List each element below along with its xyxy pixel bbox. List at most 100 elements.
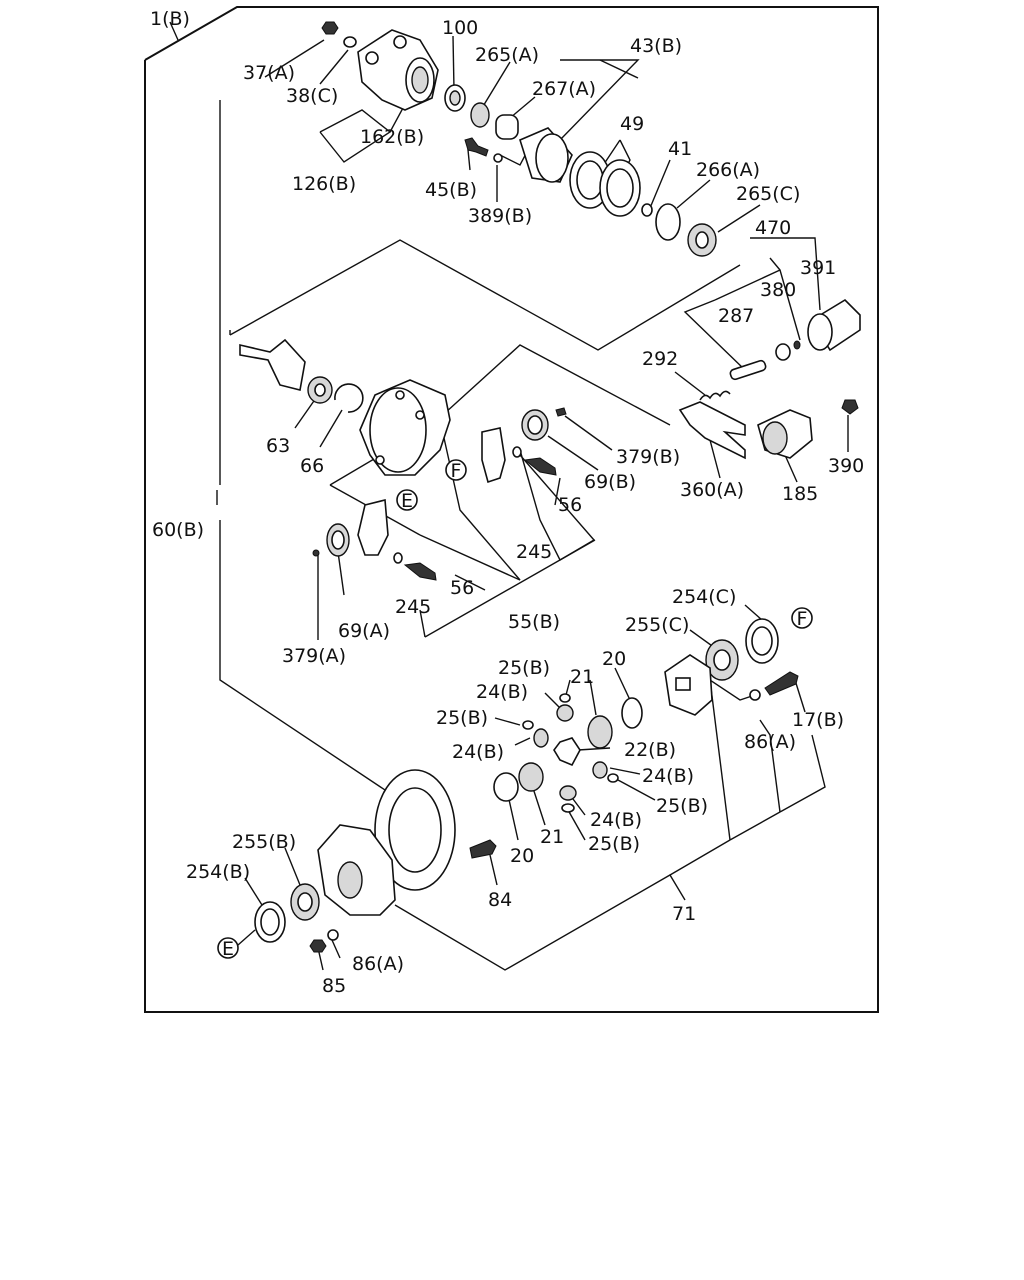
washer-245-upper — [512, 446, 522, 458]
callout-label: 360(A) — [680, 479, 744, 501]
bolt-56-lower — [403, 562, 437, 581]
callout-label: 266(A) — [696, 159, 760, 181]
callout-label: 24(B) — [476, 681, 528, 703]
callout-label: 22(B) — [624, 739, 676, 761]
callout-label: 25(B) — [656, 795, 708, 817]
callout-label: 24(B) — [642, 765, 694, 787]
callout-label: 254(C) — [672, 586, 736, 608]
callout-label: 389(B) — [468, 205, 532, 227]
plug-380 — [775, 343, 791, 361]
callout-label: 25(B) — [588, 833, 640, 855]
marker-e-upper: E — [401, 490, 413, 512]
callout-label: 292 — [642, 348, 678, 370]
callout-label: 254(B) — [186, 861, 250, 883]
callout-label: 86(A) — [744, 731, 796, 753]
callout-label: 245 — [395, 596, 431, 618]
pin-287 — [729, 359, 767, 381]
bolt-84 — [469, 839, 497, 859]
callout-label: 265(A) — [475, 44, 539, 66]
callout-label: 38(C) — [286, 85, 338, 107]
spacer-267a — [495, 114, 519, 140]
washer-86a-lower — [327, 929, 339, 941]
callout-label: 56 — [450, 577, 474, 599]
callout-label: 267(A) — [532, 78, 596, 100]
washer-20-upper — [621, 697, 643, 729]
callout-label: 66 — [300, 455, 324, 477]
callout-label: 265(C) — [736, 183, 800, 205]
callout-label: 85 — [322, 975, 346, 997]
callout-label: 56 — [558, 494, 582, 516]
washer-389b — [493, 153, 503, 163]
washer-25b-b — [522, 720, 534, 730]
callout-label: 287 — [718, 305, 754, 327]
callout-label: 60(B) — [152, 519, 204, 541]
callout-label: 86(A) — [352, 953, 404, 975]
ring-66 — [334, 383, 364, 413]
callout-label: 41 — [668, 138, 692, 160]
parts — [239, 21, 861, 953]
lock-379a — [312, 549, 320, 557]
callout-label: 380 — [760, 279, 796, 301]
callout-label: 126(B) — [292, 173, 356, 195]
washer-25b-d — [561, 803, 575, 813]
washer-86a-upper — [749, 689, 761, 701]
marker-e-lower: E — [222, 938, 234, 960]
callout-label: 71 — [672, 903, 696, 925]
bearing-265a — [470, 102, 490, 128]
callout-label: 55(B) — [508, 611, 560, 633]
bolt-390 — [841, 399, 859, 415]
lock-379b — [555, 407, 567, 417]
marker-f-upper: F — [451, 460, 462, 482]
bolt-45b — [464, 137, 489, 157]
callout-label: 37(A) — [243, 62, 295, 84]
gear-24b-a — [556, 704, 574, 722]
bolt-17b — [764, 671, 799, 696]
callout-label: 185 — [782, 483, 818, 505]
callout-label: 255(C) — [625, 614, 689, 636]
pinion-shaft — [239, 338, 306, 391]
callout-label: 24(B) — [452, 741, 504, 763]
callout-label: 69(A) — [338, 620, 390, 642]
callout-label: 69(B) — [584, 471, 636, 493]
gear-21-lower — [518, 762, 544, 792]
callout-label: 17(B) — [792, 709, 844, 731]
gear-21-upper — [587, 715, 613, 749]
gear-24b-b — [533, 728, 549, 748]
callout-labels: 1(B) 37(A) 38(C) 100 265(A) 43(B) 267(A)… — [150, 8, 864, 997]
callout-label: 25(B) — [436, 707, 488, 729]
callout-label: 24(B) — [590, 809, 642, 831]
clip-380 — [793, 340, 801, 350]
callout-label: 391 — [800, 257, 836, 279]
race-266a — [655, 203, 681, 241]
cap-f — [481, 427, 506, 484]
washer-38c — [343, 36, 357, 48]
nut-37a — [321, 21, 339, 35]
spring-292 — [699, 390, 731, 401]
callout-label: 25(B) — [498, 657, 550, 679]
callout-label: 20 — [602, 648, 626, 670]
bolt-56-upper — [523, 457, 557, 476]
markers: E F F E — [217, 459, 813, 960]
callout-label: 63 — [266, 435, 290, 457]
gear-24b-c — [592, 761, 608, 779]
callout-label: 162(B) — [360, 126, 424, 148]
callout-label: 255(B) — [232, 831, 296, 853]
callout-label: 84 — [488, 889, 512, 911]
callout-label: 245 — [516, 541, 552, 563]
spider-22b — [553, 737, 581, 767]
callout-label: 21 — [570, 666, 594, 688]
callout-label: 390 — [828, 455, 864, 477]
marker-f-lower: F — [797, 608, 808, 630]
diagram-frame — [144, 6, 879, 1013]
callout-label: 1(B) — [150, 8, 190, 30]
assembly-outline — [219, 100, 741, 801]
callout-label: 21 — [540, 826, 564, 848]
callout-label: 379(B) — [616, 446, 680, 468]
callout-label: 20 — [510, 845, 534, 867]
washer-245-lower — [393, 552, 403, 564]
washer-41 — [641, 203, 653, 217]
washer-20-lower — [493, 772, 519, 802]
gear-24b-d — [559, 785, 577, 801]
nut-85 — [309, 939, 327, 953]
